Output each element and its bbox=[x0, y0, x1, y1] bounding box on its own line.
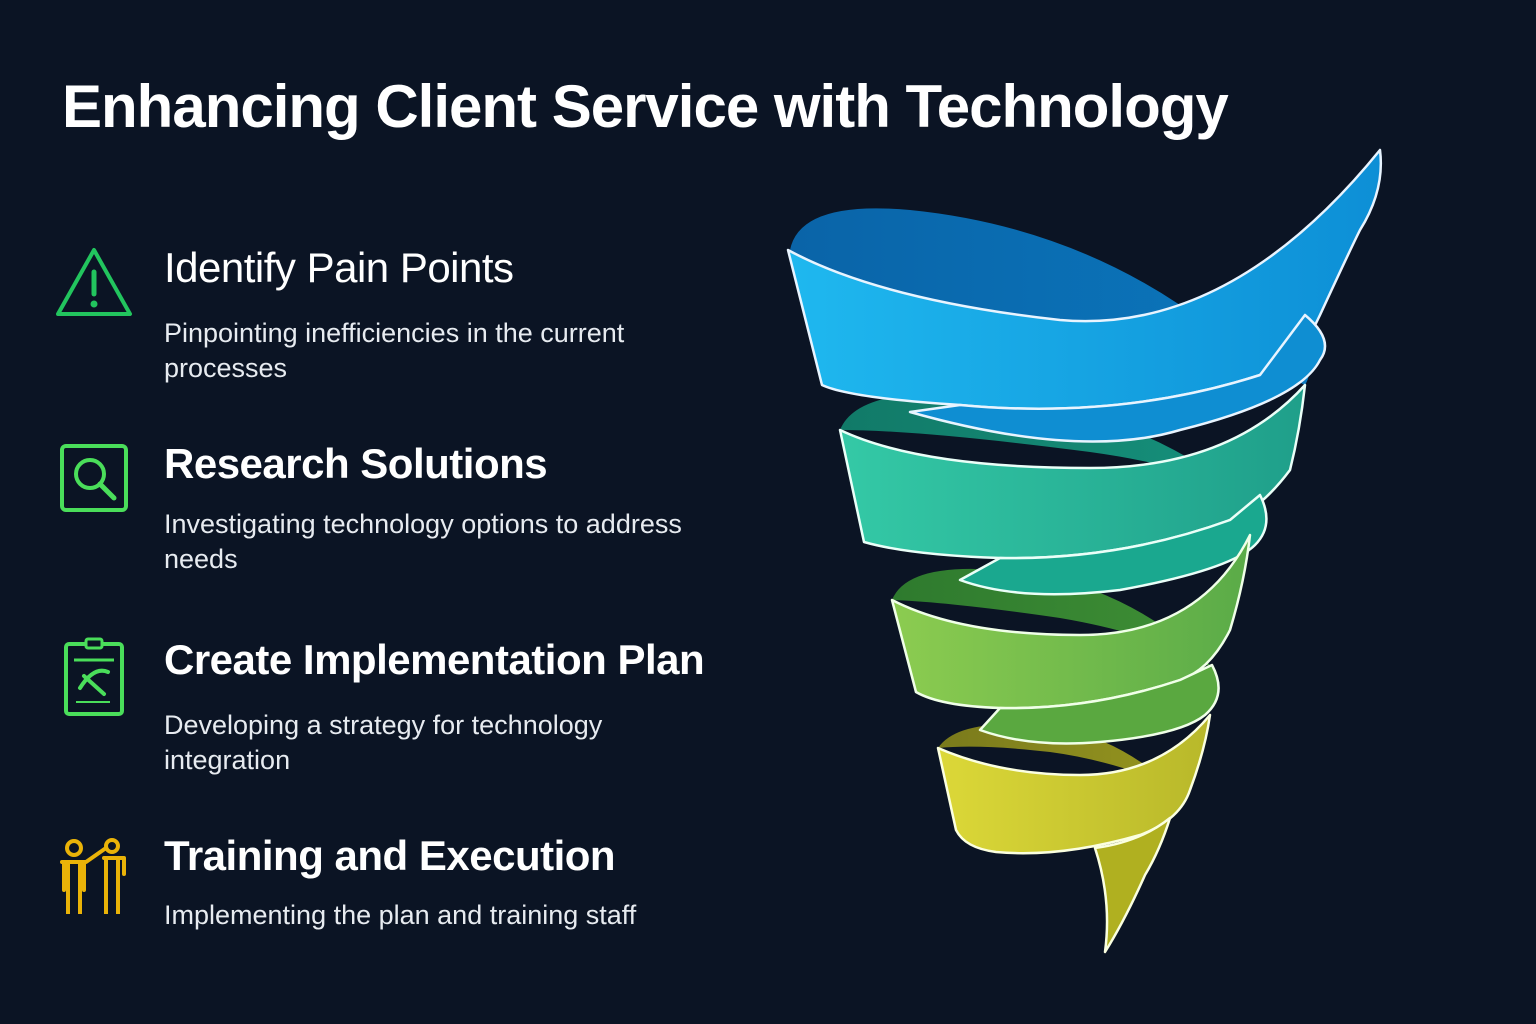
funnel-band-1-wrap bbox=[908, 313, 1327, 443]
spiral-funnel-graphic bbox=[760, 130, 1420, 970]
funnel-tail bbox=[1093, 816, 1172, 954]
step-description: Developing a strategy for technology int… bbox=[164, 710, 603, 775]
step-heading: Identify Pain Points bbox=[164, 244, 514, 291]
funnel-band-3-wrap bbox=[978, 663, 1220, 745]
step-description: Investigating technology options to addr… bbox=[164, 509, 682, 574]
warning-triangle-icon bbox=[54, 242, 134, 322]
step-description: Implementing the plan and training staff bbox=[164, 900, 637, 930]
step-heading: Create Implementation Plan bbox=[164, 636, 705, 683]
page-title: Enhancing Client Service with Technology bbox=[62, 73, 1229, 140]
clipboard-plan-icon bbox=[54, 636, 134, 716]
funnel-band-4-back bbox=[938, 724, 1170, 785]
funnel-band-2-wrap bbox=[958, 493, 1268, 596]
magnifier-icon bbox=[54, 440, 134, 520]
step-heading: Training and Execution bbox=[164, 832, 616, 879]
step-description: Pinpointing inefficiencies in the curren… bbox=[164, 318, 625, 383]
trainer-presenting-icon bbox=[54, 834, 134, 914]
funnel-band-3-back bbox=[892, 568, 1215, 670]
step-heading: Research Solutions bbox=[164, 440, 548, 487]
funnel-band-4 bbox=[936, 713, 1212, 855]
